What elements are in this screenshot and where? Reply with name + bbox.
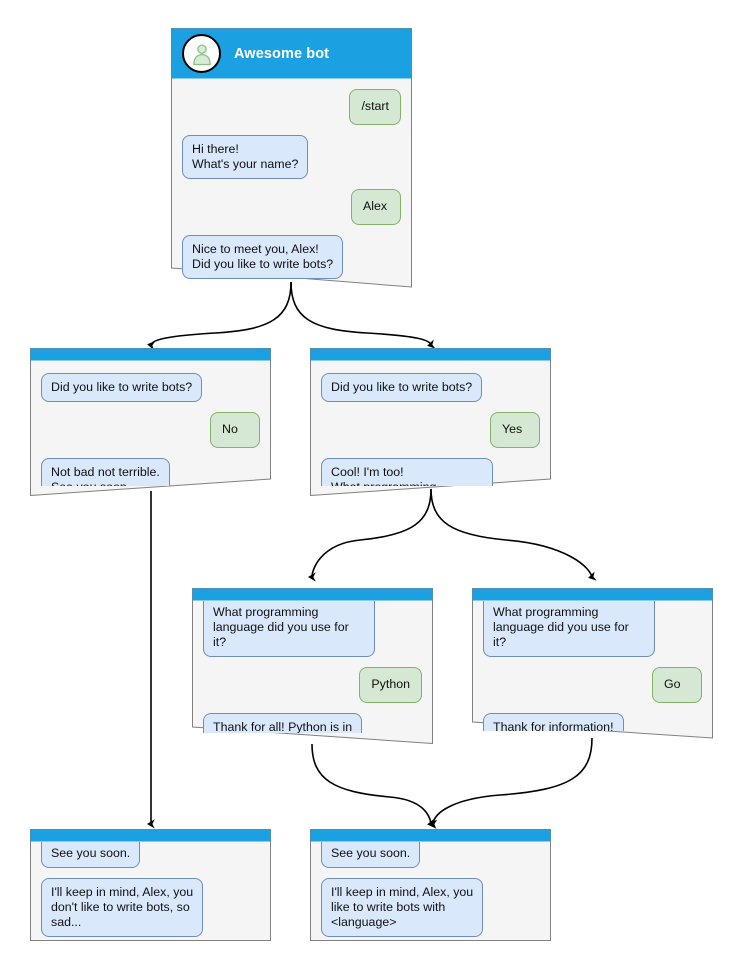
user-message-bubble: /start: [349, 89, 401, 125]
card-end-sad-header: [30, 829, 271, 842]
bot-message-bubble: Not bad not terrible. See you soon.: [41, 458, 170, 486]
card-root[interactable]: Awesome bot /start Hi there! What's your…: [171, 28, 412, 291]
card-go[interactable]: What programming language did you use fo…: [472, 588, 713, 744]
message-row: Did you like to write bots?: [321, 373, 540, 402]
message-row: Cool! I'm too! What programming language…: [321, 458, 540, 486]
bot-message-bubble: Cool! I'm too! What programming language…: [321, 458, 493, 486]
card-root-title: Awesome bot: [234, 45, 330, 62]
card-root-chat: /start Hi there! What's your name? Alex …: [171, 79, 412, 279]
message-row: Python: [203, 667, 422, 703]
card-yes-header: [310, 348, 551, 361]
bot-message-bubble: Nice to meet you, Alex! Did you like to …: [182, 235, 344, 279]
card-go-header: [472, 588, 713, 601]
edge-yes-to-go: [430, 488, 597, 581]
card-end-happy[interactable]: See you soon. I'll keep in mind, Alex, y…: [310, 829, 551, 941]
message-row: /start: [182, 89, 401, 125]
message-row: Hi there! What's your name?: [182, 135, 401, 179]
bot-message-bubble: See you soon.: [41, 842, 141, 868]
message-row: Did you like to write bots?: [41, 373, 260, 402]
card-no-chat: Did you like to write bots? No Not bad n…: [30, 361, 271, 486]
edge-go-to-end-happy: [429, 737, 593, 829]
message-row: No: [41, 412, 260, 448]
message-row: Nice to meet you, Alex! Did you like to …: [182, 235, 401, 279]
user-message-bubble: Python: [359, 667, 422, 703]
card-python[interactable]: What programming language did you use fo…: [192, 588, 433, 744]
edge-python-to-end-happy: [311, 743, 436, 829]
card-yes-chat: Did you like to write bots? Yes Cool! I'…: [310, 361, 551, 486]
edge-root-to-yes: [290, 281, 436, 349]
message-row: What programming language did you use fo…: [203, 601, 422, 657]
bot-message-bubble: What programming language did you use fo…: [483, 601, 655, 657]
message-row: Alex: [182, 189, 401, 225]
card-end-happy-header: [310, 829, 551, 842]
card-root-header: Awesome bot: [171, 28, 412, 79]
user-message-bubble: Alex: [351, 189, 401, 225]
message-row: Not bad not terrible. See you soon.: [41, 458, 260, 486]
bot-message-bubble: I'll keep in mind, Alex, you don't like …: [41, 878, 204, 937]
card-end-sad[interactable]: See you soon. I'll keep in mind, Alex, y…: [30, 829, 271, 941]
card-end-happy-chat: See you soon. I'll keep in mind, Alex, y…: [310, 842, 551, 940]
card-go-chat: What programming language did you use fo…: [472, 601, 713, 731]
bot-message-bubble: Thank for all! Python is in my hearth! S…: [203, 713, 363, 733]
bot-message-bubble: Did you like to write bots?: [41, 373, 203, 402]
edge-yes-to-python: [308, 488, 432, 582]
edge-root-to-no: [147, 281, 292, 351]
message-row: Thank for information! See you soon.: [483, 713, 702, 731]
user-message-bubble: Yes: [490, 412, 540, 448]
user-message-bubble: No: [210, 412, 260, 448]
user-message-bubble: Go: [652, 667, 702, 703]
card-no[interactable]: Did you like to write bots? No Not bad n…: [30, 348, 271, 496]
bot-message-bubble: What programming language did you use fo…: [203, 601, 375, 657]
card-yes[interactable]: Did you like to write bots? Yes Cool! I'…: [310, 348, 551, 496]
card-end-sad-chat: See you soon. I'll keep in mind, Alex, y…: [30, 842, 271, 940]
bot-message-bubble: Hi there! What's your name?: [182, 135, 309, 179]
person-avatar-icon: [182, 34, 221, 73]
message-row: I'll keep in mind, Alex, you like to wri…: [321, 878, 540, 937]
bot-message-bubble: I'll keep in mind, Alex, you like to wri…: [321, 878, 484, 937]
message-row: Go: [483, 667, 702, 703]
message-row: What programming language did you use fo…: [483, 601, 702, 657]
card-no-header: [30, 348, 271, 361]
bot-message-bubble: See you soon.: [321, 842, 421, 868]
message-row: See you soon.: [321, 842, 540, 868]
card-python-chat: What programming language did you use fo…: [192, 601, 433, 733]
bot-message-bubble: Did you like to write bots?: [321, 373, 483, 402]
card-python-header: [192, 588, 433, 601]
message-row: Yes: [321, 412, 540, 448]
message-row: See you soon.: [41, 842, 260, 868]
bot-message-bubble: Thank for information! See you soon.: [483, 713, 624, 731]
message-row: I'll keep in mind, Alex, you don't like …: [41, 878, 260, 937]
message-row: Thank for all! Python is in my hearth! S…: [203, 713, 422, 733]
